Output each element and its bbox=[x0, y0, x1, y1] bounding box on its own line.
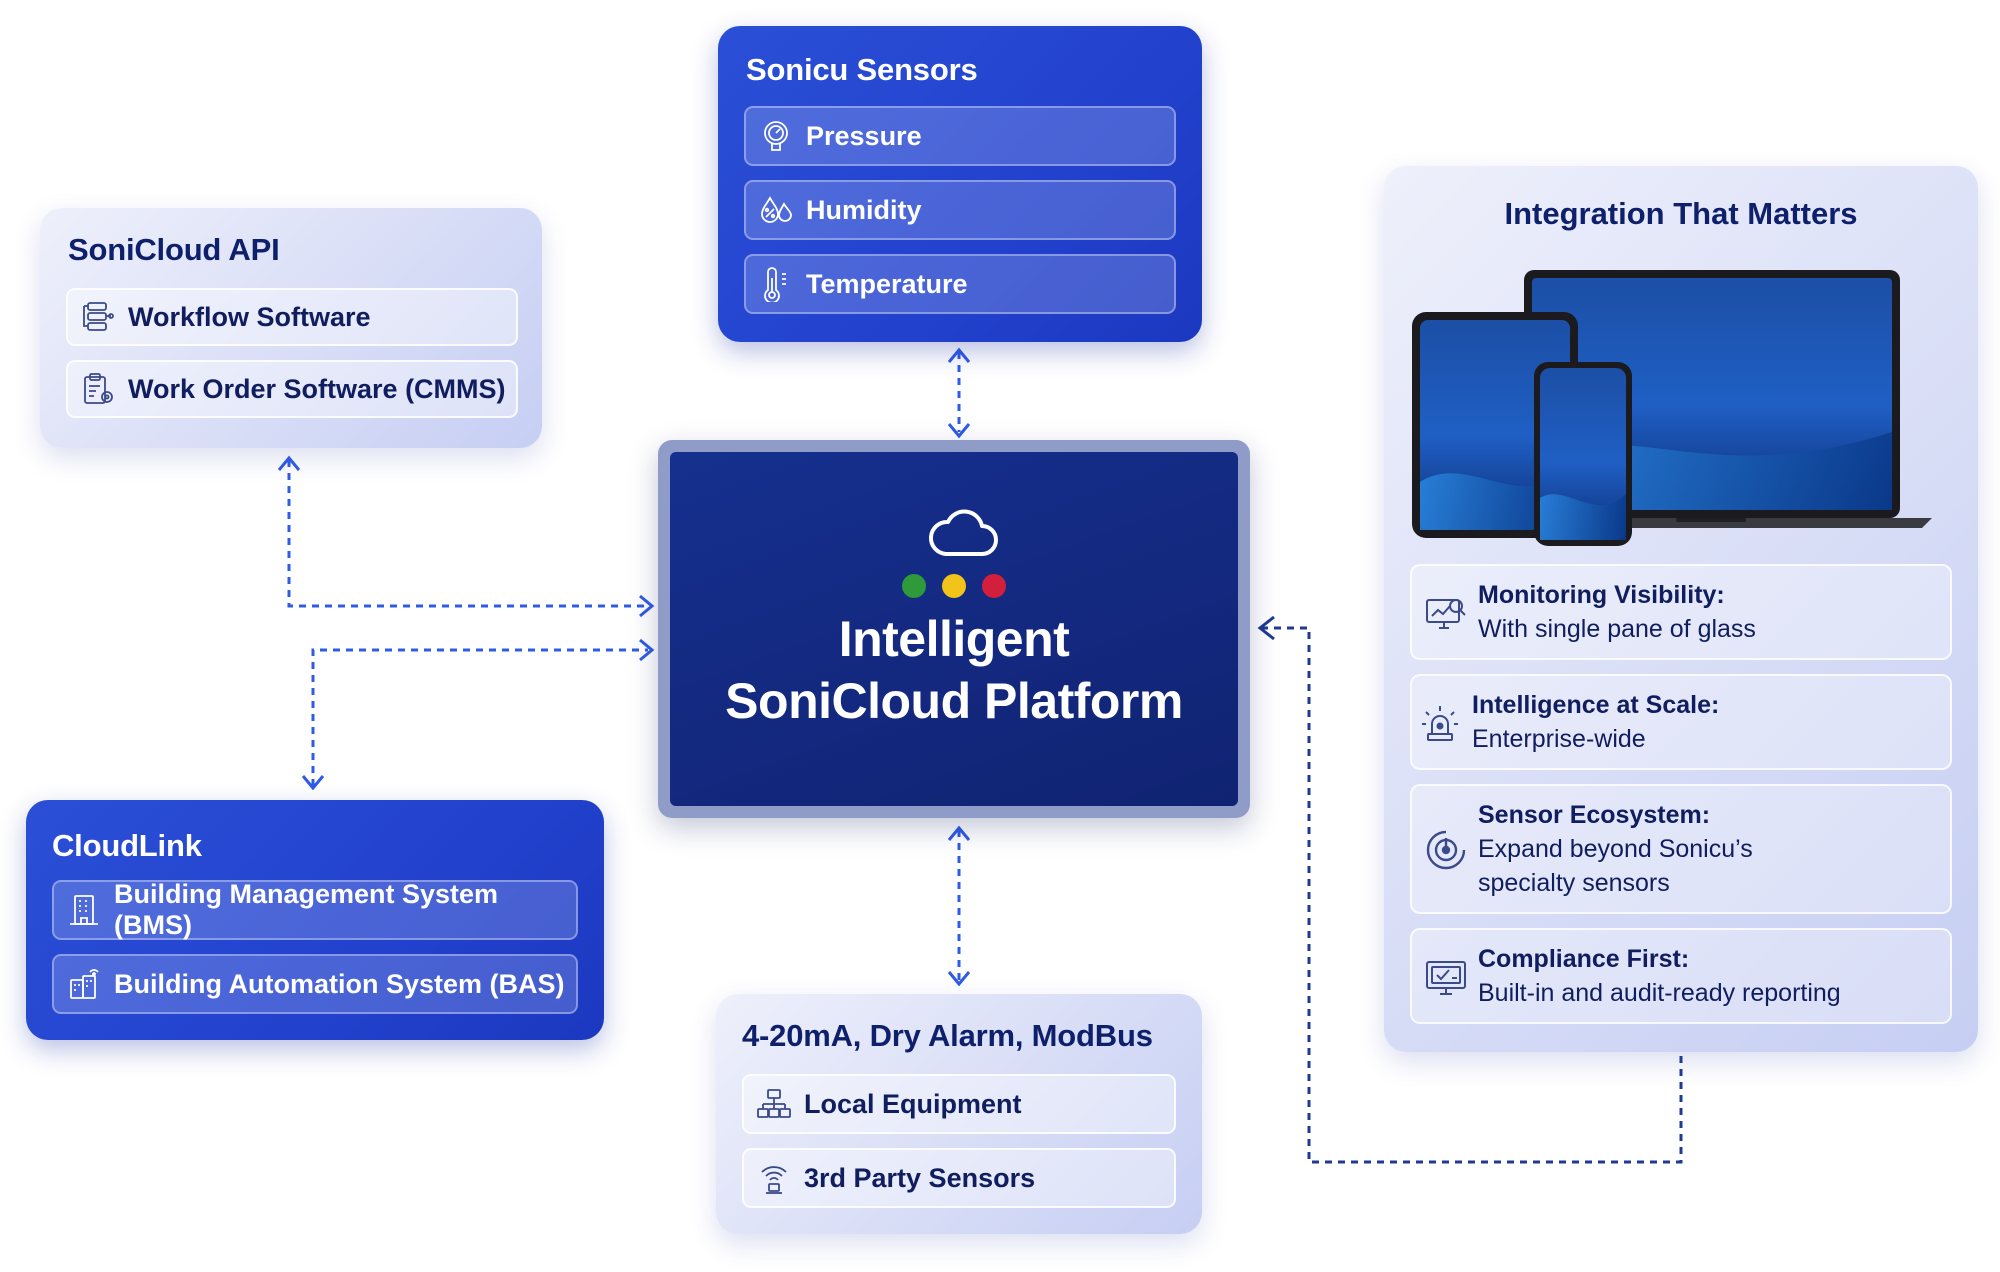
bms-label: Building Management System (BMS) bbox=[114, 879, 499, 940]
feature-sensor-ecosystem-desc-line2: specialty sensors bbox=[1478, 869, 1670, 897]
humidity-icon bbox=[758, 192, 794, 228]
work-order-software-item[interactable]: Work Order Software (CMMS) bbox=[66, 360, 518, 418]
status-dot-green bbox=[902, 574, 926, 598]
integration-panel: Integration That Matters bbox=[1384, 166, 1978, 1052]
protocols-card: 4-20mA, Dry Alarm, ModBus Local Equipmen… bbox=[716, 994, 1202, 1234]
feature-sensor-ecosystem-title: Sensor Ecosystem: bbox=[1478, 801, 1711, 829]
sonicu-sensors-title: Sonicu Sensors bbox=[746, 52, 978, 87]
temperature-item[interactable]: Temperature bbox=[744, 254, 1176, 314]
work-order-software-label: Work Order Software (CMMS) bbox=[128, 373, 506, 404]
connector-cloudlink-platform bbox=[301, 638, 655, 791]
report-check-icon bbox=[1424, 956, 1468, 1000]
feature-compliance-first-desc: Built-in and audit-ready reporting bbox=[1478, 979, 1841, 1007]
thermometer-icon bbox=[758, 266, 794, 302]
sonicloud-platform-panel: Intelligent SoniCloud Platform bbox=[670, 452, 1238, 806]
feature-monitoring-visibility-title: Monitoring Visibility: bbox=[1478, 581, 1725, 609]
integration-title: Integration That Matters bbox=[1504, 196, 1858, 231]
network-icon bbox=[756, 1086, 792, 1122]
connector-platform-protocols bbox=[947, 825, 971, 987]
building-icon bbox=[66, 892, 102, 928]
alarm-beacon-icon bbox=[1418, 702, 1462, 746]
phone-device bbox=[1534, 362, 1632, 546]
pressure-gauge-icon bbox=[758, 118, 794, 154]
wireless-sensor-icon bbox=[756, 1160, 792, 1196]
feature-compliance-first-title: Compliance First: bbox=[1478, 945, 1690, 973]
building-wifi-icon bbox=[66, 966, 102, 1002]
sonicloud-api-card: SoniCloud API Workflow Software Work Ord… bbox=[40, 208, 542, 448]
humidity-item[interactable]: Humidity bbox=[744, 180, 1176, 240]
feature-compliance-first[interactable]: Compliance First: Built-in and audit-rea… bbox=[1410, 928, 1952, 1024]
status-dot-red bbox=[982, 574, 1006, 598]
bas-label: Building Automation System (BAS) bbox=[114, 968, 565, 999]
sonicloud-platform-frame: Intelligent SoniCloud Platform bbox=[658, 440, 1250, 818]
platform-title-line1: Intelligent bbox=[838, 611, 1070, 667]
workflow-software-label: Workflow Software bbox=[128, 301, 371, 332]
local-equipment-item[interactable]: Local Equipment bbox=[742, 1074, 1176, 1134]
platform-title-line2: SoniCloud Platform bbox=[725, 673, 1183, 729]
feature-sensor-ecosystem-desc-line1: Expand beyond Sonicu’s bbox=[1478, 835, 1753, 863]
local-equipment-label: Local Equipment bbox=[804, 1088, 1022, 1119]
bas-item[interactable]: Building Automation System (BAS) bbox=[52, 954, 578, 1014]
feature-monitoring-visibility[interactable]: Monitoring Visibility: With single pane … bbox=[1410, 564, 1952, 660]
cloudlink-title: CloudLink bbox=[52, 828, 202, 863]
protocols-title: 4-20mA, Dry Alarm, ModBus bbox=[742, 1018, 1153, 1053]
bms-item[interactable]: Building Management System (BMS) bbox=[52, 879, 578, 940]
humidity-label: Humidity bbox=[806, 194, 922, 225]
connector-sensors-platform bbox=[947, 347, 971, 439]
workflow-software-item[interactable]: Workflow Software bbox=[66, 288, 518, 346]
radar-icon bbox=[1424, 828, 1468, 872]
feature-monitoring-visibility-desc: With single pane of glass bbox=[1478, 615, 1756, 643]
feature-intelligence-at-scale[interactable]: Intelligence at Scale: Enterprise-wide bbox=[1410, 674, 1952, 770]
workflow-icon bbox=[80, 299, 116, 335]
third-party-sensors-item[interactable]: 3rd Party Sensors bbox=[742, 1148, 1176, 1208]
connector-integration-platform bbox=[1257, 615, 1683, 1164]
status-dot-yellow bbox=[942, 574, 966, 598]
cloud-icon bbox=[929, 509, 998, 556]
sonicu-sensors-card: Sonicu Sensors Pressure Humidity Tempera… bbox=[718, 26, 1202, 342]
third-party-sensors-label: 3rd Party Sensors bbox=[804, 1162, 1036, 1193]
feature-intelligence-at-scale-title: Intelligence at Scale: bbox=[1472, 691, 1720, 719]
monitor-search-icon bbox=[1424, 592, 1468, 636]
feature-intelligence-at-scale-desc: Enterprise-wide bbox=[1472, 725, 1646, 753]
clipboard-gear-icon bbox=[80, 371, 116, 407]
cloudlink-card: CloudLink Building Management System (BM… bbox=[26, 800, 604, 1040]
connector-api-platform bbox=[277, 455, 655, 618]
devices-illustration bbox=[1412, 270, 1932, 546]
temperature-label: Temperature bbox=[806, 268, 968, 299]
feature-sensor-ecosystem[interactable]: Sensor Ecosystem: Expand beyond Sonicu’s… bbox=[1410, 784, 1952, 914]
pressure-item[interactable]: Pressure bbox=[744, 106, 1176, 166]
pressure-label: Pressure bbox=[806, 120, 922, 151]
sonicloud-api-title: SoniCloud API bbox=[68, 232, 280, 267]
